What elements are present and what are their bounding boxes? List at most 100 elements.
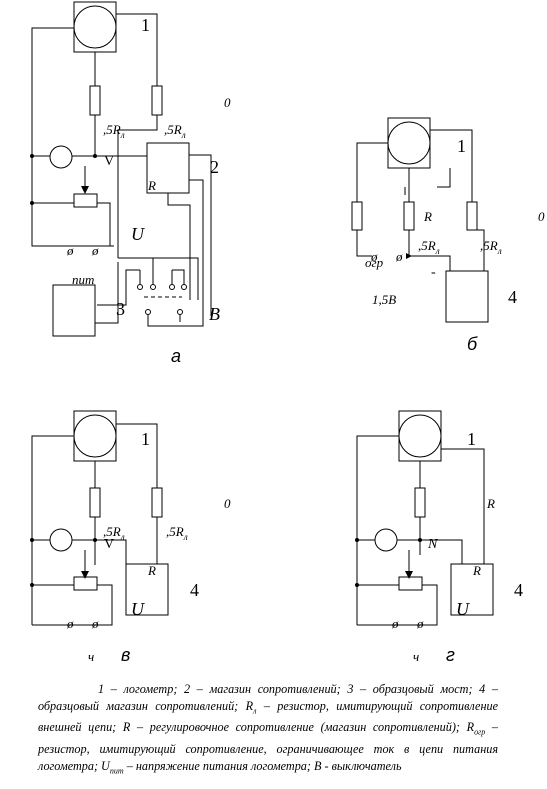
potentiometer (73, 193, 98, 208)
label-4: 4 (190, 580, 199, 600)
label-rl: ,5Rл (103, 122, 125, 140)
terminal-mark: ø (91, 616, 99, 631)
label-zero: 0 (538, 209, 545, 224)
label-pit: пит (72, 272, 94, 287)
switch-contact (150, 284, 156, 290)
label-mark: ч (413, 649, 419, 664)
junction-dot (30, 154, 34, 158)
label-4: 4 (514, 580, 523, 600)
label-r-top: R (486, 496, 495, 511)
terminal-mark: ø (91, 243, 99, 258)
label-rl-2: ,5Rл (166, 524, 188, 542)
wire (356, 435, 399, 625)
wire (356, 230, 372, 257)
wire (441, 448, 485, 564)
resistor-r (403, 201, 415, 231)
box-4 (450, 563, 494, 616)
junction-dot (418, 538, 422, 542)
caption-text: – резистор, имитирующий сопротивление вн… (38, 699, 498, 735)
wire (95, 262, 119, 324)
label-rl: ,5Rл (418, 238, 440, 256)
logometer-box (73, 410, 117, 462)
label-mark: ч (88, 649, 94, 664)
scheme-b (351, 117, 489, 323)
label-u: U (456, 599, 470, 619)
scheme-letter-g: г (446, 645, 455, 665)
voltmeter-circle (374, 528, 398, 552)
logometer-circle (73, 414, 117, 458)
wire (32, 584, 113, 626)
logometer-box (398, 410, 442, 462)
switch-contact (137, 284, 143, 290)
wire (182, 179, 204, 327)
caption-text: – резистор, имитирующий сопротивление, о… (38, 720, 499, 773)
wire (117, 115, 158, 258)
label-4: 4 (508, 287, 517, 307)
wire (118, 257, 199, 300)
pot-arrow (81, 571, 89, 579)
resistor-rl (414, 487, 426, 518)
switch-contact (145, 309, 151, 315)
box-4 (445, 270, 489, 323)
logometer-circle (387, 121, 431, 165)
label-zero: 0 (224, 496, 231, 511)
scheme-letter-b: б (467, 334, 478, 354)
label-1: 1 (141, 429, 150, 449)
wire (172, 269, 185, 284)
logometer-circle (73, 5, 117, 49)
wire (147, 315, 182, 327)
label-3: 3 (116, 299, 125, 319)
voltmeter-circle (49, 528, 73, 552)
wire (357, 584, 438, 626)
resistor-rl (89, 487, 101, 518)
box-4 (125, 563, 169, 616)
resistor-rl-2 (151, 487, 163, 518)
label-rl: ,5Rл (103, 524, 125, 542)
wire (408, 230, 451, 271)
label-1: 1 (141, 15, 150, 35)
junction-dot (30, 201, 34, 205)
label-n: N (427, 537, 438, 552)
logometer-box (387, 117, 431, 169)
wire (31, 435, 74, 625)
label-u: U (131, 224, 145, 244)
label-1: 1 (467, 429, 476, 449)
wire (167, 193, 191, 300)
label-rl-2: ,5Rл (164, 122, 186, 140)
terminal-mark: ø (416, 616, 424, 631)
junction-dot (30, 538, 34, 542)
label-v: V (104, 154, 114, 169)
junction-dot (355, 538, 359, 542)
junction-arrow (406, 253, 412, 259)
wire (116, 13, 158, 86)
wire (437, 168, 451, 188)
wire (189, 154, 212, 316)
resistor-rl (89, 85, 101, 116)
wire (31, 27, 114, 247)
terminal-mark: ø (66, 243, 74, 258)
junction-dot (30, 583, 34, 587)
switch-contact (177, 309, 183, 315)
potentiometer (73, 576, 98, 591)
logometer-circle (398, 414, 442, 458)
label-u: U (131, 599, 145, 619)
label-voltage: 1,5В (372, 292, 396, 307)
wire (356, 142, 388, 202)
scheme-g (356, 410, 494, 626)
label-v: V (104, 537, 114, 552)
caption-text: – напряжение питания логометра; В - выкл… (123, 758, 402, 773)
potentiometer (398, 576, 423, 591)
scheme-letter-v: в (121, 645, 130, 665)
junction-dot (93, 154, 97, 158)
voltmeter-circle (49, 145, 73, 169)
scheme-a (31, 1, 212, 337)
wire (97, 269, 140, 306)
pot-arrow (405, 571, 413, 579)
resistor-rl (466, 201, 478, 231)
switch-contact (169, 284, 175, 290)
caption-text: 1 – логометр; 2 – магазин сопротивлений;… (38, 682, 498, 713)
junction-dot (355, 583, 359, 587)
label-r: R (472, 563, 481, 578)
label-r: R (147, 563, 156, 578)
